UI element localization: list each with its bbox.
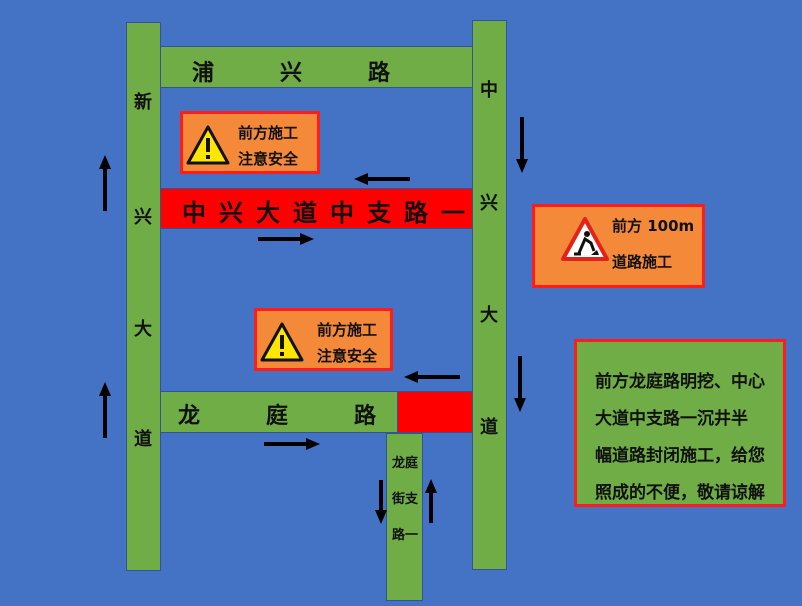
warning-triangle-icon	[186, 125, 230, 165]
xinxing-avenue-label-1: 新	[134, 92, 152, 113]
zhongxing-avenue-label-2: 兴	[480, 193, 498, 214]
xinxing-avenue	[126, 22, 161, 571]
puxing-road-label: 浦 兴 路	[192, 61, 391, 86]
roadwork-sign: 前方 100m 道路施工	[532, 204, 705, 288]
road-worker-icon	[561, 217, 609, 261]
zhongxing-avenue	[472, 20, 507, 570]
longting-branch-label-2: 街支	[392, 492, 419, 507]
zhongxing-branch-one-label: 中兴大道中支路一	[182, 199, 478, 227]
notice-line-2: 大道中支路一沉井半	[595, 409, 748, 429]
arrow-up-icon	[425, 479, 437, 523]
lower-caution-line1: 前方施工	[317, 321, 378, 339]
closure-notice-box: 前方龙庭路明挖、中心 大道中支路一沉井半 幅道路封闭施工，给您 照成的不便，敬请…	[574, 339, 786, 507]
zhongxing-avenue-label-1: 中	[480, 80, 498, 101]
arrow-right-icon	[258, 233, 314, 245]
roadwork-line1: 前方 100m	[612, 217, 695, 235]
zhongxing-avenue-label-4: 道	[480, 417, 498, 438]
lower-caution-line2: 注意安全	[317, 347, 378, 365]
xinxing-avenue-label-2: 兴	[134, 207, 152, 228]
roadwork-line2: 道路施工	[612, 253, 673, 271]
arrow-left-icon	[404, 371, 460, 383]
notice-line-3: 幅道路封闭施工，给您	[595, 446, 765, 466]
zhongxing-avenue-label-3: 大	[480, 305, 498, 326]
arrow-left-icon	[354, 173, 410, 185]
longting-branch-label-1: 龙庭	[392, 456, 419, 471]
notice-line-1: 前方龙庭路明挖、中心	[595, 372, 765, 392]
arrow-right-icon	[264, 438, 320, 450]
lower-caution-sign: 前方施工 注意安全	[254, 308, 393, 371]
arrow-up-icon	[99, 382, 111, 438]
upper-caution-sign: 前方施工 注意安全	[180, 111, 320, 174]
longting-road-closed-section	[397, 391, 473, 433]
xinxing-avenue-label-4: 道	[134, 429, 152, 450]
longting-branch-road	[386, 433, 423, 601]
arrow-down-icon	[514, 356, 526, 412]
xinxing-avenue-label-3: 大	[134, 319, 152, 340]
longting-branch-label-3: 路一	[392, 528, 419, 543]
arrow-up-icon	[99, 155, 111, 211]
upper-caution-line2: 注意安全	[238, 150, 299, 168]
zhongxing-branch-one-closed	[160, 188, 473, 229]
notice-line-4: 照成的不便，敬请谅解	[595, 483, 765, 503]
arrow-down-icon	[516, 117, 528, 173]
warning-triangle-icon	[260, 322, 304, 362]
longting-road-label: 龙 庭 路	[178, 404, 377, 429]
arrow-down-icon	[375, 480, 387, 524]
upper-caution-line1: 前方施工	[238, 124, 299, 142]
puxing-road	[160, 46, 473, 88]
longting-road	[160, 391, 398, 433]
